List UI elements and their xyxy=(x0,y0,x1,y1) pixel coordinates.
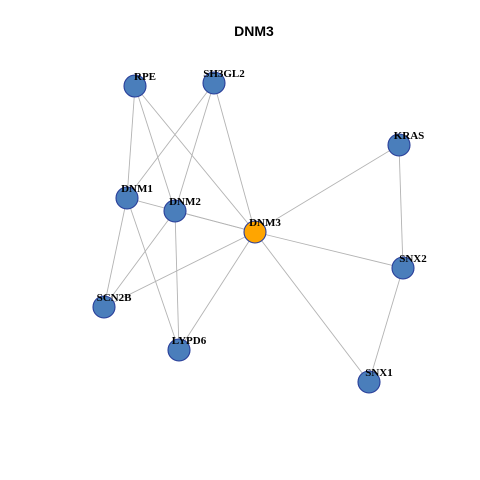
node-label-dnm2: DNM2 xyxy=(169,196,201,208)
edge-dnm3-scn2b xyxy=(103,231,256,308)
node-circle-dnm3 xyxy=(243,220,267,244)
edge-dnm1-scn2b xyxy=(103,197,128,308)
node-label-dnm1: DNM1 xyxy=(121,183,153,195)
edge-dnm3-snx2 xyxy=(254,231,404,269)
node-circle-rpe xyxy=(123,74,147,98)
edge-dnm2-dnm3 xyxy=(174,210,256,233)
node-circle-sh3gl2 xyxy=(202,71,226,95)
node-dnm1: DNM1 xyxy=(115,183,153,210)
edge-rpe-dnm3 xyxy=(134,85,256,233)
edge-rpe-dnm2 xyxy=(134,85,176,212)
node-circle-lypd6 xyxy=(167,338,191,362)
node-label-snx2: SNX2 xyxy=(399,253,427,265)
edge-dnm3-lypd6 xyxy=(178,231,256,351)
edge-layer xyxy=(103,82,404,383)
node-sh3gl2: SH3GL2 xyxy=(202,68,245,95)
node-snx2: SNX2 xyxy=(391,253,427,280)
edge-dnm2-lypd6 xyxy=(174,210,180,351)
node-label-rpe: RPE xyxy=(134,71,156,83)
node-label-dnm3: DNM3 xyxy=(249,217,281,229)
node-label-sh3gl2: SH3GL2 xyxy=(203,68,245,80)
node-label-lypd6: LYPD6 xyxy=(172,335,207,347)
edge-sh3gl2-dnm3 xyxy=(213,82,256,233)
node-circle-dnm2 xyxy=(163,199,187,223)
edge-sh3gl2-dnm2 xyxy=(174,82,215,212)
node-circle-scn2b xyxy=(92,295,116,319)
node-scn2b: SCN2B xyxy=(92,292,133,319)
edge-snx2-snx1 xyxy=(368,267,404,383)
node-circle-snx2 xyxy=(391,256,415,280)
node-rpe: RPE xyxy=(123,71,156,98)
graph-title: DNM3 xyxy=(234,23,274,39)
edge-kras-snx2 xyxy=(398,144,404,269)
node-circle-kras xyxy=(387,133,411,157)
node-label-scn2b: SCN2B xyxy=(97,292,133,304)
edge-dnm1-lypd6 xyxy=(126,197,180,351)
edge-sh3gl2-dnm1 xyxy=(126,82,215,199)
node-label-snx1: SNX1 xyxy=(365,367,393,379)
node-kras: KRAS xyxy=(387,130,425,157)
edge-dnm3-snx1 xyxy=(254,231,370,383)
edge-rpe-dnm1 xyxy=(126,85,136,199)
node-lypd6: LYPD6 xyxy=(167,335,207,362)
node-dnm2: DNM2 xyxy=(163,196,201,223)
edge-dnm2-scn2b xyxy=(103,210,176,308)
edge-dnm3-kras xyxy=(254,144,400,233)
node-label-kras: KRAS xyxy=(394,130,425,142)
node-dnm3: DNM3 xyxy=(243,217,281,244)
node-circle-snx1 xyxy=(357,370,381,394)
node-snx1: SNX1 xyxy=(357,367,393,394)
node-circle-dnm1 xyxy=(115,186,139,210)
